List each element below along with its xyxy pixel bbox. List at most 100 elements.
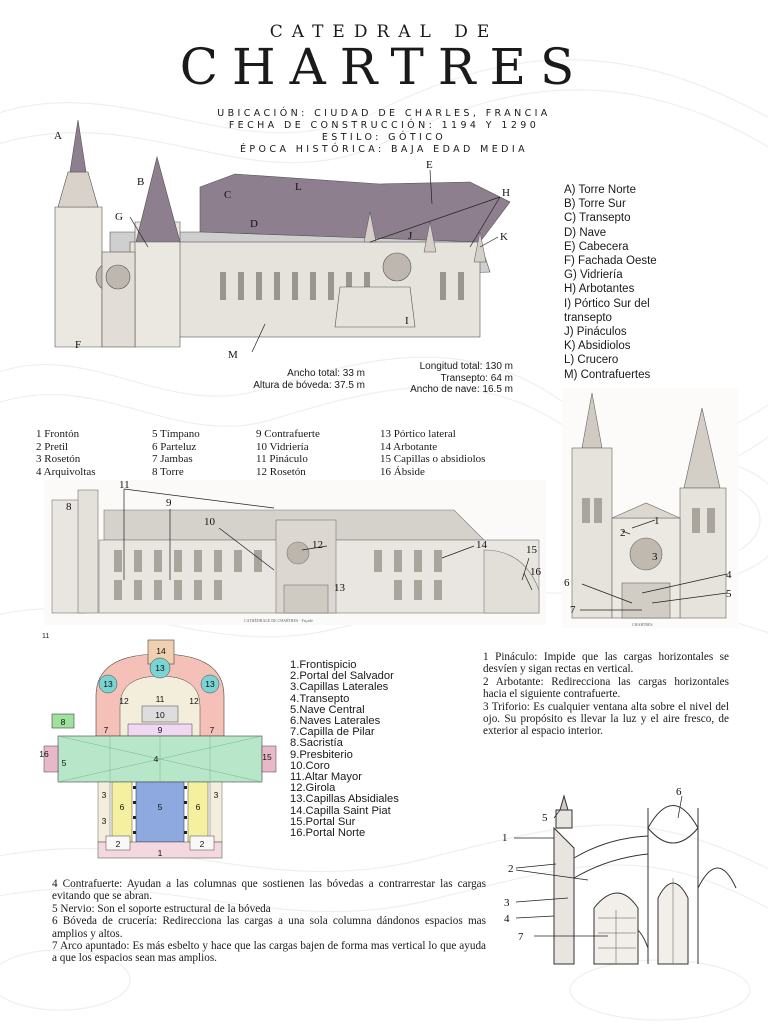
legend-item: 7.Capilla de Pilar	[290, 726, 375, 739]
dim-transept: Transepto: 64 m	[440, 372, 513, 384]
legend-item: 3 Rosetón	[36, 453, 81, 465]
plan-nave	[135, 781, 185, 843]
side-elevation-drawing: 11 9 8 10 12 14 15 13 16 CATHÉDRALE DE C…	[44, 480, 546, 625]
side-num-8: 8	[66, 501, 72, 513]
structural-section-drawing: 6 5 1 2 3 4 7	[502, 788, 737, 965]
side-num-10: 10	[204, 516, 216, 528]
elevation-legend-col-4: 13 Pórtico lateral 14 Arbotante 15 Capil…	[380, 428, 540, 478]
legend-item: H) Arbotantes	[564, 283, 635, 296]
legend-item: K) Absidiolos	[564, 340, 631, 353]
legend-item: 11.Altar Mayor	[290, 771, 362, 784]
legend-item: 12 Rosetón	[256, 465, 306, 478]
legend-item: 9 Contrafuerte	[256, 428, 320, 440]
section-num-5: 5	[542, 812, 548, 824]
section-num-1: 1	[502, 832, 508, 844]
legend-item: C) Transepto	[564, 212, 631, 225]
plan-num-5: 5	[158, 802, 163, 812]
aerial-legend: A) Torre Norte B) Torre Sur C) Transepto…	[564, 183, 657, 382]
plan-num-15: 15	[262, 752, 272, 762]
dim-width: Ancho total: 33 m	[287, 368, 365, 379]
aerial-cathedral-drawing: A B C D E F G H I J K L M	[54, 119, 511, 361]
front-num-4: 4	[726, 569, 732, 581]
legend-item: 10.Coro	[290, 759, 330, 772]
legend-item: 16 Ábside	[380, 465, 425, 478]
label-D: D	[250, 218, 258, 230]
plan-num-6: 6	[196, 802, 201, 812]
plan-num-2: 2	[200, 839, 205, 849]
label-A: A	[54, 130, 62, 142]
legend-item: 8 Torre	[152, 465, 184, 478]
plan-aisle	[111, 781, 133, 843]
section-num-7: 7	[518, 931, 524, 943]
elevation-legend-col-1: 1 Frontón 2 Pretil 3 Rosetón 4 Arquivolt…	[36, 428, 152, 478]
dimensions-right: Longitud total: 130 m Transepto: 64 m An…	[365, 361, 513, 396]
definition-pinnacle: 1 Pináculo: Impide que las cargas horizo…	[483, 651, 729, 676]
section-num-2: 2	[508, 863, 514, 875]
front-num-5: 5	[726, 588, 732, 600]
legend-item: 5.Nave Central	[290, 703, 365, 716]
side-num-16: 16	[530, 566, 542, 578]
metadata-block: UBICACIÓN: CIUDAD DE CHARLES, FRANCIA FE…	[0, 108, 768, 156]
label-C: C	[224, 189, 231, 201]
plan-num-13: 13	[155, 663, 165, 673]
dim-length: Longitud total: 130 m	[419, 361, 513, 372]
legend-item: 13.Capillas Absidiales	[290, 793, 399, 806]
plan-num-6: 6	[120, 802, 125, 812]
title-subtitle: CATEDRAL DE	[269, 22, 499, 42]
legend-item: 2 Pretil	[36, 440, 69, 453]
legend-item: J) Pináculos	[564, 326, 627, 339]
label-G: G	[115, 211, 123, 223]
front-caption: CHARTRES	[632, 622, 653, 627]
plan-legend: 1.Frontispicio 2.Portal del Salvador 3.C…	[290, 659, 399, 839]
plan-num-3: 3	[102, 816, 107, 826]
legend-item: B) Torre Sur	[564, 198, 626, 211]
definitions-bottom: 4 Contrafuerte: Ayudan a las columnas qu…	[52, 878, 486, 965]
legend-item: 3.Capillas Laterales	[290, 681, 389, 694]
construction-text: FECHA DE CONSTRUCCIÓN: 1194 Y 1290	[228, 120, 540, 131]
legend-item: G) Vidriería	[564, 269, 623, 282]
legend-item: L) Crucero	[564, 354, 619, 367]
definitions-right: 1 Pináculo: Impide que las cargas horizo…	[483, 651, 729, 738]
page-title: CHARTRES	[179, 38, 589, 96]
plan-num-8: 8	[61, 717, 66, 727]
front-num-1: 1	[654, 515, 660, 527]
definition-triforium: 3 Triforio: Es cualquier ventana alta so…	[483, 700, 729, 738]
plan-num-2: 2	[116, 839, 121, 849]
plan-sacristy	[51, 713, 75, 729]
style-text: ESTILO: GÓTICO	[321, 132, 447, 143]
definition-flying-buttress: 2 Arbotante: Redirecciona las cargas hor…	[483, 675, 729, 701]
front-num-7: 7	[570, 604, 576, 616]
definition-pointed-arch: 7 Arco apuntado: Es más esbelto y hace q…	[52, 940, 486, 965]
plan-portal-north	[43, 745, 59, 773]
floor-plan: 14 13 13 13 12 12 11 10 9 8 7 7 4 6 5 6 …	[39, 639, 277, 859]
definition-rib: 5 Nervio: Son el soporte estructural de …	[52, 902, 271, 915]
section-num-4: 4	[504, 913, 510, 925]
plan-chapel	[98, 674, 118, 694]
legend-item: 14 Arbotante	[380, 440, 438, 453]
legend-item: 10 Vidriería	[256, 440, 309, 453]
plan-num-7: 7	[210, 725, 215, 735]
legend-item: 15.Portal Sur	[290, 815, 356, 828]
legend-item: 2.Portal del Salvador	[290, 670, 394, 683]
label-J: J	[408, 230, 413, 242]
section-num-3: 3	[504, 897, 510, 909]
legend-item: D) Nave	[564, 226, 607, 239]
plan-num-13: 13	[205, 679, 215, 689]
plan-num-12: 12	[119, 696, 129, 706]
definition-buttress: 4 Contrafuerte: Ayudan a las columnas qu…	[52, 878, 486, 903]
plan-num-10: 10	[155, 710, 165, 720]
side-caption: CATHÉDRALE DE CHARTRES · Façade	[244, 618, 313, 623]
legend-item: 6.Naves Laterales	[290, 715, 381, 728]
epoch-text: ÉPOCA HISTÓRICA: BAJA EDAD MEDIA	[240, 144, 528, 155]
label-B: B	[137, 176, 144, 188]
legend-item: F) Fachada Oeste	[564, 255, 657, 268]
legend-item: 11 Pináculo	[256, 453, 308, 465]
legend-item: 7 Jambas	[152, 453, 193, 465]
plan-num-5: 5	[62, 758, 67, 768]
plan-num-4: 4	[154, 754, 159, 764]
plan-portal-south	[261, 745, 277, 773]
legend-item: 14.Capilla Saint Piat	[290, 804, 391, 817]
plan-num-13: 13	[103, 679, 113, 689]
legend-item: transepto	[564, 311, 612, 324]
legend-item: 13 Pórtico lateral	[380, 428, 456, 440]
